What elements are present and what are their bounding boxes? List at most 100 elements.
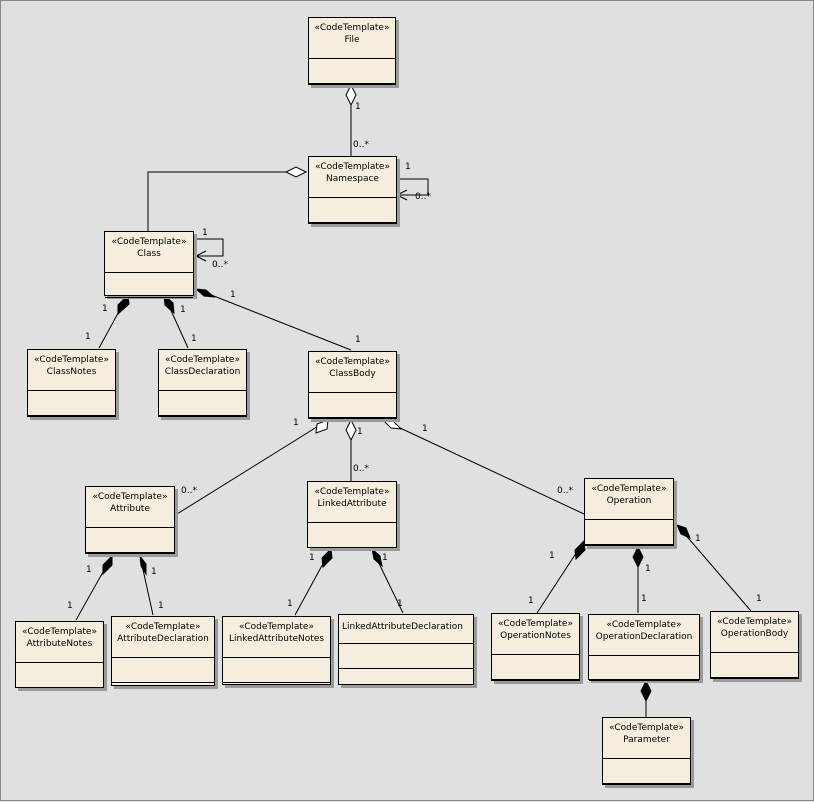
class-name: Class	[137, 249, 161, 259]
multiplicity-label: 1	[293, 418, 299, 428]
class-class[interactable]: «CodeTemplate»Class	[104, 231, 194, 298]
attributes-compartment	[112, 658, 214, 683]
multiplicity-label: 0..*	[353, 140, 369, 150]
composition-diamond	[632, 545, 644, 569]
composition-diamond	[163, 293, 175, 315]
class-name: LinkedAttributeDeclaration	[342, 622, 463, 632]
multiplicity-label: 0..*	[181, 486, 197, 496]
attributes-compartment	[28, 391, 115, 416]
class-name: OperationDeclaration	[595, 632, 693, 642]
class-name: ClassNotes	[46, 367, 97, 377]
attributes-compartment	[603, 759, 690, 784]
class-header: «CodeTemplate» LinkedAttribute	[308, 482, 396, 523]
edge-classbody-operation	[382, 419, 585, 515]
class-name: LinkedAttribute	[317, 499, 387, 509]
stereotype: «CodeTemplate»	[125, 622, 201, 632]
class-operation[interactable]: «CodeTemplate» Operation	[584, 478, 674, 546]
attributes-compartment	[223, 658, 330, 683]
attributes-compartment	[309, 59, 395, 84]
class-attributenotes[interactable]: «CodeTemplate»AttributeNotes	[15, 621, 104, 688]
multiplicity-label: 1	[102, 304, 108, 314]
aggregation-diamond	[284, 166, 308, 178]
class-header: «CodeTemplate»ClassBody	[309, 352, 396, 393]
multiplicity-label: 0..*	[557, 486, 573, 496]
multiplicity-label: 1	[422, 424, 428, 434]
stereotype: «CodeTemplate»	[34, 355, 109, 365]
multiplicity-label: 1	[230, 290, 236, 300]
class-header: «CodeTemplate»AttributeNotes	[16, 622, 103, 663]
class-header: «CodeTemplate» AttributeDeclaration	[112, 617, 214, 658]
composition-diamond	[117, 293, 130, 316]
class-classnotes[interactable]: «CodeTemplate» ClassNotes	[27, 349, 116, 417]
stereotype: «CodeTemplate»	[314, 487, 390, 497]
class-header: «CodeTemplate»Parameter	[603, 718, 690, 759]
class-namespace[interactable]: «CodeTemplate»Namespace	[308, 156, 397, 224]
attributes-compartment	[585, 520, 673, 545]
composition-diamond	[194, 288, 216, 298]
multiplicity-label: 1	[158, 601, 164, 611]
class-name: Operation	[606, 496, 652, 506]
edge-class-self	[196, 238, 224, 257]
class-header: «CodeTemplate»Class	[105, 232, 193, 273]
multiplicity-label: 1	[645, 564, 651, 574]
class-operationbody[interactable]: «CodeTemplate»OperationBody	[710, 611, 799, 679]
class-name: ClassBody	[329, 369, 376, 379]
class-name: AttributeDeclaration	[117, 634, 209, 644]
multiplicity-label: 1	[287, 599, 293, 609]
class-parameter[interactable]: «CodeTemplate»Parameter	[602, 717, 691, 785]
attributes-compartment	[16, 663, 103, 688]
class-header: «CodeTemplate» OperationDeclaration	[589, 615, 699, 656]
class-header: «CodeTemplate»Namespace	[309, 157, 396, 198]
stereotype: «CodeTemplate»	[717, 617, 792, 627]
class-name: Namespace	[326, 174, 379, 184]
multiplicity-label: 1	[695, 534, 701, 544]
class-linkedattributedeclaration[interactable]: LinkedAttributeDeclaration	[338, 614, 474, 685]
class-name: File	[344, 35, 360, 45]
multiplicity-label: 1	[67, 601, 73, 611]
multiplicity-label: 1	[397, 599, 403, 609]
composition-diamond	[640, 679, 652, 703]
attributes-compartment	[105, 273, 193, 298]
multiplicity-label: 1	[641, 594, 647, 604]
stereotype: «CodeTemplate»	[314, 23, 390, 33]
multiplicity-label: 1	[151, 567, 157, 577]
class-attribute[interactable]: «CodeTemplate»Attribute	[85, 486, 175, 554]
class-file[interactable]: «CodeTemplate» File	[308, 17, 396, 85]
attributes-compartment	[711, 653, 798, 678]
composition-diamond	[676, 524, 691, 539]
multiplicity-label: 1	[309, 553, 315, 563]
class-linkedattribute[interactable]: «CodeTemplate» LinkedAttribute	[307, 481, 397, 548]
class-header: «CodeTemplate»ClassDeclaration	[159, 350, 246, 391]
class-name: Parameter	[623, 735, 670, 745]
multiplicity-label: 1	[528, 596, 534, 606]
multiplicity-label: 1	[549, 551, 555, 561]
attributes-compartment	[339, 644, 473, 669]
class-operationnotes[interactable]: «CodeTemplate»OperationNotes	[491, 613, 580, 681]
multiplicity-label: 1	[180, 305, 186, 315]
class-name: LinkedAttributeNotes	[228, 634, 325, 644]
composition-diamond	[321, 547, 333, 569]
multiplicity-label: 1	[405, 162, 411, 172]
stereotype: «CodeTemplate»	[591, 484, 667, 494]
class-name: AttributeNotes	[26, 639, 93, 649]
aggregation-diamond	[345, 83, 357, 107]
stereotype: «CodeTemplate»	[92, 492, 168, 502]
stereotype: «CodeTemplate»	[606, 620, 682, 630]
class-classdeclaration[interactable]: «CodeTemplate»ClassDeclaration	[158, 349, 247, 417]
multiplicity-label: 1	[191, 334, 197, 344]
composition-diamond	[139, 554, 147, 576]
multiplicity-label: 1	[85, 332, 91, 342]
edge-namespace-class	[147, 171, 306, 232]
class-classbody[interactable]: «CodeTemplate»ClassBody	[308, 351, 397, 419]
attributes-compartment	[309, 393, 396, 418]
edge-operation-operationbody	[676, 524, 752, 612]
class-attributedeclaration[interactable]: «CodeTemplate» AttributeDeclaration	[111, 616, 215, 686]
class-operationdeclaration[interactable]: «CodeTemplate» OperationDeclaration	[588, 614, 700, 681]
multiplicity-label: 1	[355, 335, 361, 345]
multiplicity-label: 1	[756, 594, 762, 604]
class-linkedattributenotes[interactable]: «CodeTemplate»LinkedAttributeNotes	[222, 616, 331, 685]
class-header: LinkedAttributeDeclaration	[339, 615, 473, 644]
class-header: «CodeTemplate»OperationNotes	[492, 614, 579, 655]
attributes-compartment	[86, 528, 174, 553]
